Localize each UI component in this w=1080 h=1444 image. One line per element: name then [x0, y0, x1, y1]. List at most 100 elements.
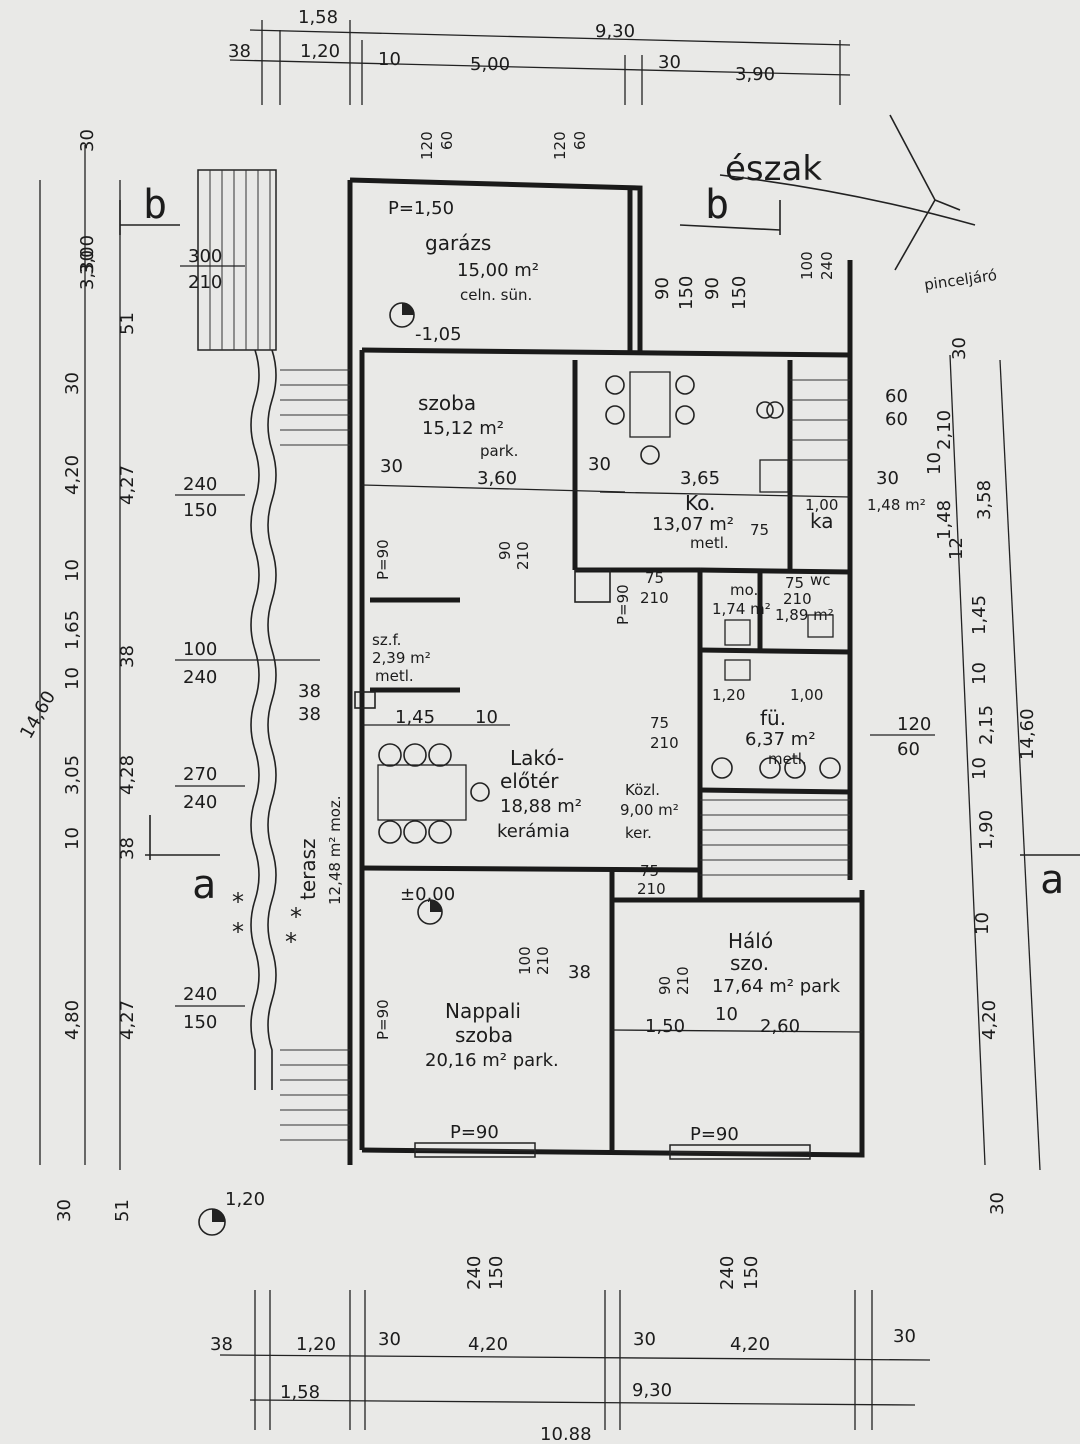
dim-inner-1-50: 1,50 [645, 1016, 685, 1037]
dim-inner-p90c: P=90 [614, 584, 632, 625]
dim-bottom-1-20: 1,20 [296, 1334, 336, 1355]
dim-bottom-9-30: 9,30 [632, 1380, 672, 1401]
dim-inner-1-00a: 1,00 [790, 686, 823, 704]
stair-right [700, 379, 850, 876]
opening-bottom-7: 60 [571, 131, 589, 150]
mosdo-name: mo. [730, 581, 758, 599]
furdo-area: 6,37 m² [745, 729, 816, 750]
opening-bottom-5: 150 [183, 1012, 217, 1033]
dim-bottom-10-88: 10,88 [540, 1424, 592, 1440]
lakoeloter-name-1: Lakó- [510, 746, 564, 770]
dim-right-a12: 30 [987, 1192, 1008, 1215]
dim-left-a8: 10 [62, 827, 83, 850]
opening-top-3: 100 [183, 639, 217, 660]
furdo-name: fü. [760, 706, 786, 730]
top-dimension-chain: 1,58 9,30 38 1,20 10 5,00 30 3,90 [228, 7, 851, 105]
opening-bottom-3: 240 [183, 667, 217, 688]
stair-left-top [197, 169, 277, 351]
dim-bottom-38: 38 [210, 1334, 233, 1355]
dim-left-a5: 1,65 [62, 610, 83, 650]
dim-inner-100: 100 [516, 946, 534, 975]
dim-left-a7: 3,05 [62, 755, 83, 795]
svg-text:*: * [232, 918, 244, 946]
dim-left-b3: 38 [117, 645, 138, 668]
opening-bottom-11: 60 [885, 409, 908, 430]
dim-right-a0: 30 [949, 337, 970, 360]
dim-right-a9: 1,90 [976, 810, 997, 850]
opening-top-1: 300 [188, 246, 222, 267]
dim-left-a2: 30 [62, 372, 83, 395]
kozlekedo-material: ker. [625, 824, 652, 842]
dim-inner-30b: 30 [588, 454, 611, 475]
dim-inner-3-60: 3,60 [477, 468, 517, 489]
opening-top-15: 240 [717, 1256, 738, 1290]
dim-inner-10a: 10 [475, 707, 498, 728]
ground-level: ±0,00 [400, 884, 455, 905]
halo-area: 17,64 m² park [712, 976, 841, 997]
outside-level: 1,20 [225, 1189, 265, 1210]
szoba-area: 15,12 m² [422, 418, 504, 439]
konyha-name: Ko. [685, 491, 715, 515]
furniture [354, 371, 841, 844]
dim-left-outer: 14,60 [16, 687, 60, 742]
dim-right-a7: 2,15 [976, 705, 997, 745]
dim-inner-210e: 210 [650, 734, 679, 752]
svg-text:*: * [232, 888, 244, 916]
stair-inner-left [280, 369, 350, 1141]
dim-left-b0: 3,00 [77, 235, 98, 275]
lakoeloter-material: kerámia [497, 821, 570, 842]
dim-top-9-30: 9,30 [595, 21, 635, 42]
opening-top-9: 90 [702, 277, 723, 300]
section-mark-a-left: a [192, 862, 216, 908]
dim-bottom-30b: 30 [633, 1329, 656, 1350]
opening-bottom-12: 210 [783, 590, 812, 608]
opening-top-10: 100 [798, 251, 816, 280]
opening-bottom-13: 60 [897, 739, 920, 760]
dim-inner-75a: 75 [750, 521, 769, 539]
dim-inner-38a: 38 [568, 962, 591, 983]
konyha-material: metl. [690, 534, 729, 552]
opening-top-14: 240 [464, 1256, 485, 1290]
dim-inner-2-60: 2,60 [760, 1016, 800, 1037]
svg-text:*: * [290, 903, 302, 931]
plant-symbols: * * * * [232, 888, 302, 956]
section-axis-b: b b [119, 182, 781, 235]
opening-top-4: 270 [183, 764, 217, 785]
wc-name: wc [810, 571, 831, 589]
dim-top-38: 38 [228, 41, 251, 62]
nappali-window-label: P=90 [450, 1122, 499, 1143]
north-label: észak [725, 149, 822, 189]
dim-right-a3: 1,48 [934, 500, 955, 540]
nappali-name-1: Nappali [445, 999, 521, 1023]
dim-right-a8: 10 [969, 757, 990, 780]
dim-top-1-20: 1,20 [300, 41, 340, 62]
kozlekedo-name: Közl. [625, 781, 660, 799]
dim-inner-210b: 210 [534, 946, 552, 975]
right-dimension-chain: 14,60 30 2,10 10 1,48 12 1,45 10 2,15 10… [924, 337, 1041, 1215]
mosdo-area: 1,74 m² [712, 600, 771, 618]
dim-left-b4: 4,28 [117, 755, 138, 795]
lakoeloter-name-2: előtér [500, 769, 559, 793]
halo-name-1: Háló [728, 929, 773, 953]
dim-bottom-30a: 30 [378, 1329, 401, 1350]
room-labels: garázs 15,00 m² celn. sün. P=1,50 szoba … [296, 198, 926, 1071]
garazs-material: celn. sün. [460, 286, 532, 304]
terasz-name: terasz [296, 838, 320, 900]
garazs-name: garázs [425, 231, 491, 255]
dim-left-b2: 4,27 [117, 465, 138, 505]
dim-left-a0: 30 [77, 129, 98, 152]
dim-left-a4: 10 [62, 559, 83, 582]
svg-text:*: * [285, 928, 297, 956]
garazs-area: 15,00 m² [457, 260, 539, 281]
dim-inner-10b: 10 [715, 1004, 738, 1025]
opening-bottom-6: 60 [438, 131, 456, 150]
opening-bottom-14: 150 [486, 1256, 507, 1290]
garazs-window: P=1,50 [388, 198, 454, 219]
opening-bottom-9: 150 [729, 276, 750, 310]
dim-top-3-90: 3,90 [735, 64, 775, 85]
opening-bottom-1: 210 [188, 272, 222, 293]
dim-bottom-1-58: 1,58 [280, 1382, 320, 1403]
opening-top-7: 120 [551, 131, 569, 160]
